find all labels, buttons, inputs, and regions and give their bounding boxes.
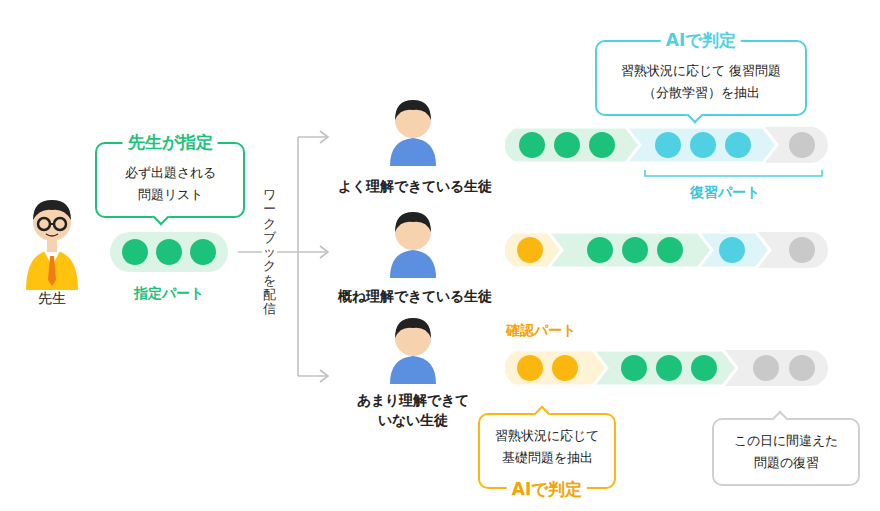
teacher-figure bbox=[26, 200, 78, 290]
bubble-tail bbox=[687, 107, 704, 124]
bubble-tail bbox=[153, 209, 170, 226]
speech-bubble: 先生が指定必ず出題される 問題リスト bbox=[95, 142, 245, 218]
question-dots bbox=[517, 237, 815, 263]
question-dots bbox=[517, 355, 815, 381]
bubble-heading: 先生が指定 bbox=[123, 131, 218, 153]
figure-label: あまり理解できて いない生徒 bbox=[352, 390, 474, 430]
question-row bbox=[505, 127, 828, 163]
bubble-text: 習熟状況に応じて 復習問題（分散学習）を抽出 bbox=[607, 60, 795, 104]
speech-bubble: この日に間違えた 問題の復習 bbox=[712, 418, 860, 486]
speech-bubble: AIで判定習熟状況に応じて 復習問題（分散学習）を抽出 bbox=[595, 40, 807, 116]
speech-bubble: 習熟状況に応じて 基礎問題を抽出AIで判定 bbox=[478, 413, 616, 489]
vertical-label: ワークブックを配信 bbox=[262, 186, 277, 319]
part-label: 確認パート bbox=[496, 320, 586, 340]
part-label: 指定パート bbox=[114, 283, 224, 303]
bubble-tail bbox=[534, 406, 551, 423]
bubble-text: 習熟状況に応じて 基礎問題を抽出 bbox=[490, 425, 604, 469]
bubble-heading: AIで判定 bbox=[507, 478, 587, 500]
review-bracket bbox=[645, 170, 822, 176]
question-row bbox=[505, 232, 828, 268]
student-figure bbox=[390, 100, 436, 166]
bubble-text: 必ず出題される 問題リスト bbox=[107, 162, 233, 206]
figure-label: よく理解できている生徒 bbox=[333, 176, 497, 196]
part-label: 復習パート bbox=[660, 182, 790, 202]
bubble-tail bbox=[772, 411, 789, 428]
student-figure bbox=[390, 318, 436, 384]
figure-label: 先生 bbox=[22, 288, 82, 308]
distribution-arrows bbox=[238, 131, 328, 382]
question-row bbox=[505, 350, 828, 386]
designated-pill bbox=[110, 232, 228, 272]
bubble-text: この日に間違えた 問題の復習 bbox=[724, 430, 848, 474]
figure-label: 概ね理解できている生徒 bbox=[333, 286, 497, 306]
question-dots bbox=[519, 132, 815, 158]
bubble-heading: AIで判定 bbox=[661, 29, 741, 51]
student-figure bbox=[390, 212, 436, 278]
